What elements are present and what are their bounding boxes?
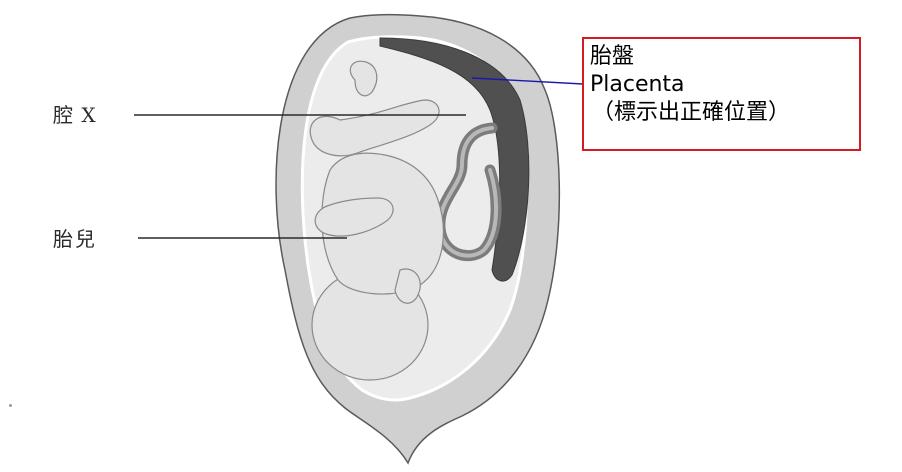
placenta-title-zh: 胎盤 [590, 44, 635, 69]
placenta-leader-line [471, 77, 584, 85]
placenta-note: （標示出正確位置） [592, 100, 791, 125]
fetus-figure [309, 60, 444, 381]
speck-dot [9, 404, 12, 407]
placenta-shape [379, 37, 530, 282]
placenta-title-en: Placenta [590, 72, 685, 97]
placenta-callout-box: 胎盤 Placenta （標示出正確位置） [582, 37, 861, 151]
label-fetus: 胎兒 [53, 227, 97, 251]
label-cavity-x: 腔 X [53, 103, 97, 127]
